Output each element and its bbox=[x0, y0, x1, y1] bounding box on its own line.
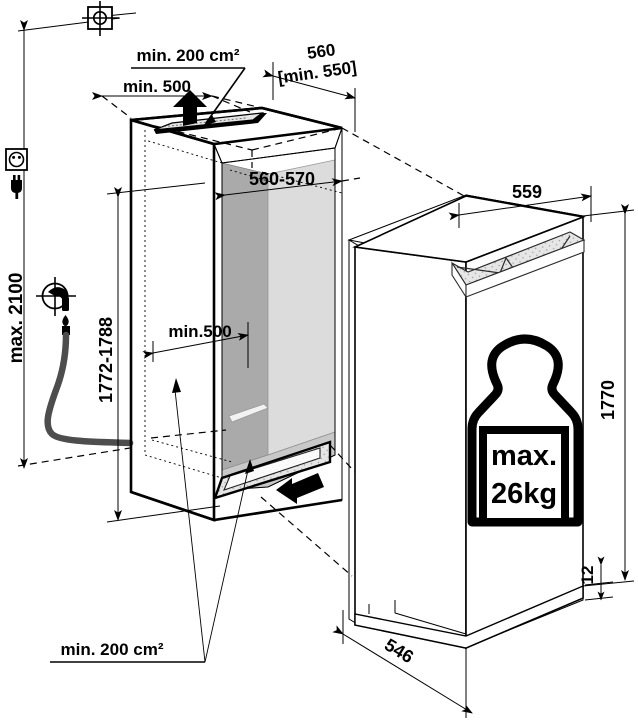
water-tap-icon bbox=[36, 277, 76, 335]
bottom-vent-label: min. 200 cm² bbox=[61, 640, 164, 659]
niche-interior-left-wall bbox=[221, 162, 269, 471]
top-clearance-label: min. 500 bbox=[123, 77, 191, 96]
power-plug-icon bbox=[11, 175, 22, 199]
plinth-gap-dimension bbox=[584, 556, 614, 601]
max-weight-line2: 26kg bbox=[491, 478, 557, 510]
power-socket-icon bbox=[5, 148, 28, 171]
inner-width-dimension bbox=[214, 169, 361, 201]
weight-max-load-icon bbox=[467, 334, 583, 527]
airflow-in-arrow bbox=[276, 473, 324, 504]
door-height-dimension bbox=[582, 204, 635, 587]
niche-width-label: 560 bbox=[306, 40, 337, 63]
door-height-label: 1770 bbox=[598, 380, 618, 420]
appliance-width-label: 559 bbox=[512, 182, 542, 202]
inner-width-label: 560-570 bbox=[249, 169, 315, 189]
airflow-up-arrow bbox=[173, 90, 207, 126]
bottom-ventilation-slot bbox=[213, 440, 332, 500]
door-handle-recess bbox=[451, 231, 586, 299]
niche-width-dimension bbox=[262, 62, 356, 132]
appliance-depth-dimension bbox=[332, 610, 473, 718]
bottom-vent-leader bbox=[50, 378, 254, 663]
plinth-gap-label: 12 bbox=[578, 566, 597, 585]
niche-height-label: 1772-1788 bbox=[96, 317, 116, 403]
max-weight-line1: max. bbox=[491, 440, 557, 472]
niche-bottom-lip bbox=[228, 403, 269, 423]
niche-interior-back-wall bbox=[267, 159, 336, 456]
max-height-label: max. 2100 bbox=[6, 273, 27, 364]
water-hose bbox=[44, 331, 134, 447]
top-vent-leader bbox=[131, 67, 246, 126]
top-vent-label: min. 200 cm² bbox=[137, 46, 240, 65]
bottom-clearance-label: min.500 bbox=[168, 322, 231, 341]
bottom-clearance-dimension bbox=[142, 322, 249, 368]
appliance-width-dimension bbox=[448, 186, 592, 228]
crosshair-target-icon bbox=[82, 1, 119, 36]
niche-height-dimension bbox=[106, 182, 221, 523]
